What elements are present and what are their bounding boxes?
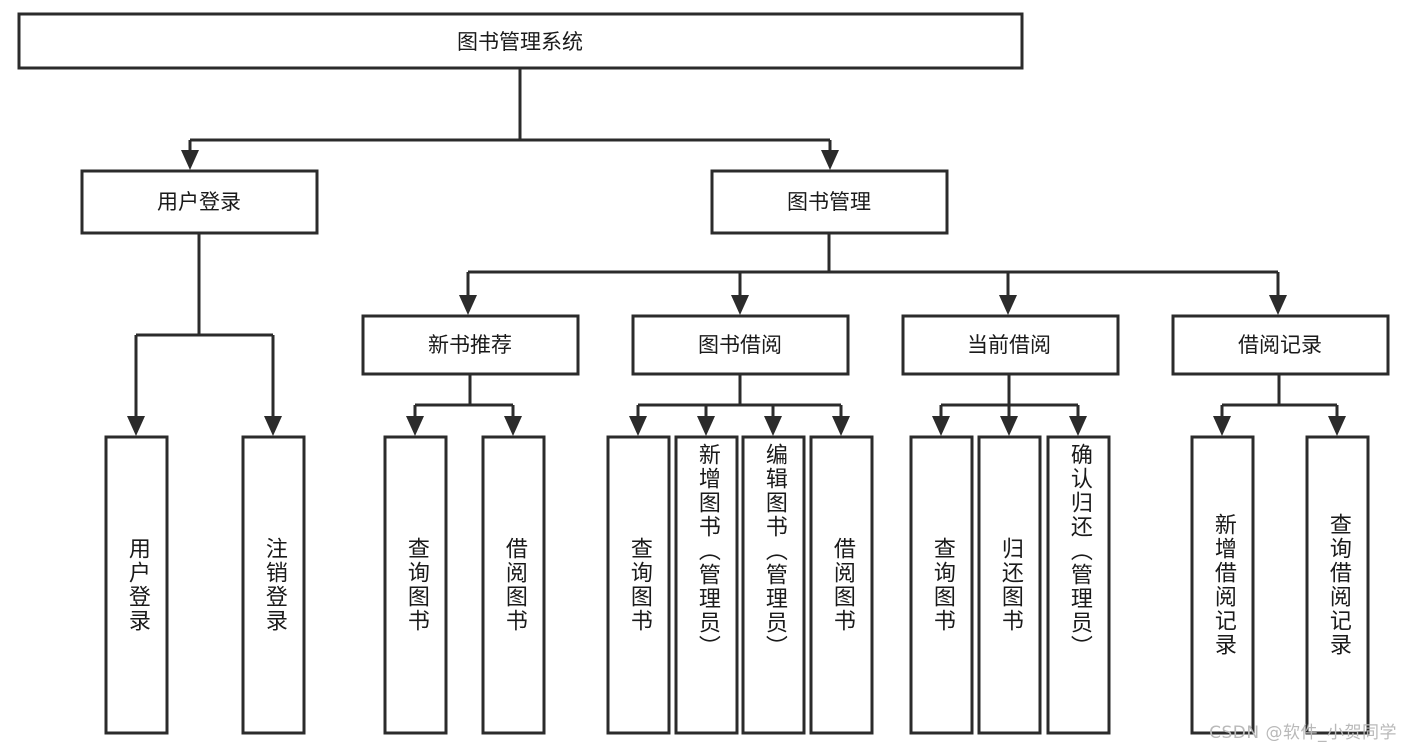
node-new-book-rec[interactable]: 新书推荐 (361, 314, 580, 376)
leaf-box-user-login[interactable] (104, 435, 169, 735)
arrow-to-current-borrow (999, 295, 1017, 315)
arrow-leaf-query-record (1328, 416, 1346, 436)
arrow-to-borrow-record (1269, 295, 1287, 315)
arrow-leaf-return-book (1000, 416, 1018, 436)
connector-group-root (181, 68, 839, 170)
node-new-book-rec-label: 新书推荐 (428, 333, 512, 357)
node-new-book-rec-box (361, 314, 580, 376)
node-book-borrow-label: 图书借阅 (698, 333, 782, 357)
connector-group-userlogin (127, 233, 282, 436)
leaf-box-add-book[interactable] (674, 435, 739, 735)
leaf-box-query-book-3[interactable] (909, 435, 974, 735)
node-book-manage-label: 图书管理 (787, 190, 871, 214)
arrow-to-new-book-rec (459, 295, 477, 315)
connector-group-newbookrec (406, 374, 522, 436)
arrow-leaf-query-book-2 (629, 416, 647, 436)
node-root-box (17, 12, 1024, 70)
arrow-to-book-borrow (731, 295, 749, 315)
connector-group-bookborrow (629, 374, 850, 436)
leaf-box-borrow-book-1[interactable] (481, 435, 546, 735)
connector-group-currentborrow (932, 374, 1087, 436)
leaf-box-return-book[interactable] (977, 435, 1042, 735)
leaf-box-borrow-book-2[interactable] (809, 435, 874, 735)
arrow-leaf-logout (264, 416, 282, 436)
node-current-borrow-box (901, 314, 1120, 376)
node-current-borrow-label: 当前借阅 (967, 333, 1051, 357)
node-borrow-record-label: 借阅记录 (1238, 333, 1322, 357)
node-user-login-label: 用户登录 (157, 190, 241, 214)
leaf-box-query-book-1[interactable] (383, 435, 448, 735)
arrow-to-bookmanage (821, 150, 839, 170)
arrow-leaf-user-login (127, 416, 145, 436)
leaf-box-add-record[interactable] (1190, 435, 1255, 735)
arrow-leaf-borrow-book-2 (832, 416, 850, 436)
node-book-borrow-box (631, 314, 850, 376)
arrow-to-userlogin (181, 150, 199, 170)
arrow-leaf-edit-book (764, 416, 782, 436)
node-book-manage-box (710, 169, 949, 235)
arrow-leaf-add-record (1213, 416, 1231, 436)
leaf-boxes-group (104, 435, 1370, 735)
arrow-leaf-query-book-3 (932, 416, 950, 436)
watermark-text: CSDN @软件_小贺同学 (1209, 723, 1397, 743)
leaf-box-edit-book[interactable] (741, 435, 806, 735)
leaf-box-confirm-return[interactable] (1046, 435, 1111, 735)
arrow-leaf-query-book-1 (406, 416, 424, 436)
node-book-borrow[interactable]: 图书借阅 (631, 314, 850, 376)
arrow-leaf-add-book (697, 416, 715, 436)
node-book-manage[interactable]: 图书管理 (710, 169, 949, 235)
arrow-leaf-borrow-book-1 (504, 416, 522, 436)
connector-group-bookmanage (459, 233, 1287, 315)
node-borrow-record[interactable]: 借阅记录 (1171, 314, 1390, 376)
leaf-box-query-book-2[interactable] (606, 435, 671, 735)
node-user-login-box (80, 169, 319, 235)
node-root-label: 图书管理系统 (457, 30, 583, 54)
leaf-box-logout[interactable] (241, 435, 306, 735)
node-current-borrow[interactable]: 当前借阅 (901, 314, 1120, 376)
connector-group-borrowrecord (1213, 374, 1346, 436)
node-root[interactable]: 图书管理系统 (17, 12, 1024, 70)
leaf-box-query-record[interactable] (1305, 435, 1370, 735)
node-user-login[interactable]: 用户登录 (80, 169, 319, 235)
arrow-leaf-confirm-return (1069, 416, 1087, 436)
node-borrow-record-box (1171, 314, 1390, 376)
